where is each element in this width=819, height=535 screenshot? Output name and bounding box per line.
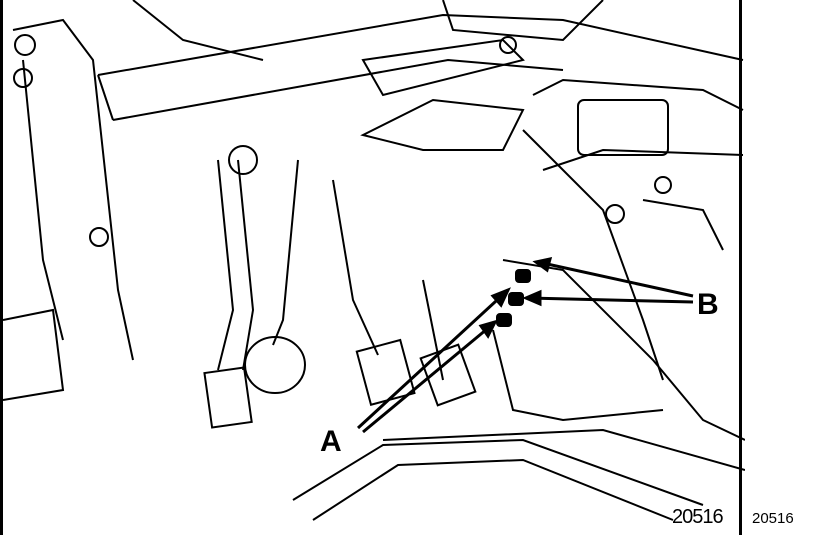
pedal-assembly-drawing	[3, 0, 745, 521]
a-pillar	[3, 18, 134, 401]
leader-arrows	[356, 257, 694, 434]
clutch-pedal	[203, 145, 258, 429]
arrow-b-upper	[537, 260, 694, 298]
arrow-a-upper	[356, 288, 510, 430]
brake-pedal	[244, 159, 416, 406]
reference-number-overlay: 20516	[752, 510, 794, 527]
dashboard-crossmember	[97, 0, 744, 121]
brackets	[496, 269, 531, 327]
arrow-a-lower	[362, 322, 494, 434]
floor-mat	[292, 438, 704, 521]
diagram-frame	[0, 0, 745, 535]
heater-unit	[522, 78, 744, 381]
accelerator-pedal	[419, 279, 477, 407]
label-a: A	[320, 425, 342, 458]
steering-column	[360, 36, 525, 151]
center-console	[382, 259, 745, 471]
label-b: B	[697, 288, 719, 321]
reference-number: 20516	[672, 506, 724, 528]
arrow-b-lower	[527, 296, 694, 304]
